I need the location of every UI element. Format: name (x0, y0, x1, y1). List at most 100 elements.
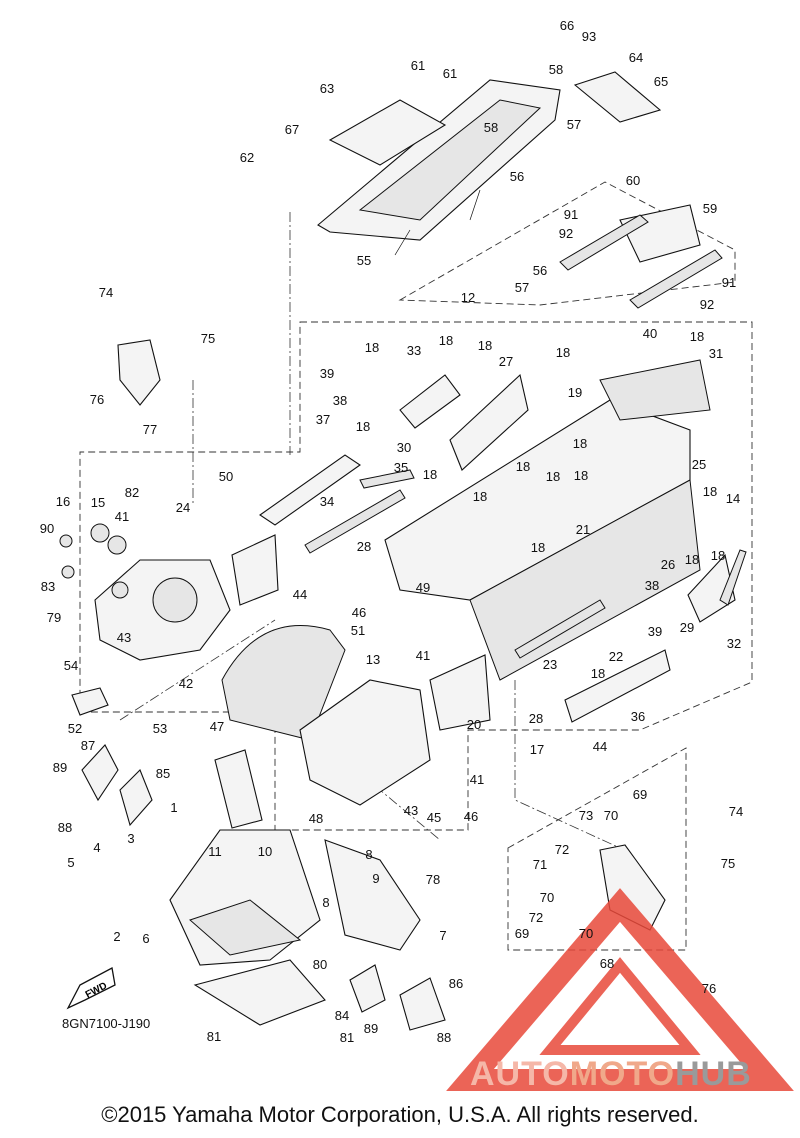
callout-number: 51 (351, 623, 365, 638)
mount-86 (399, 977, 446, 1031)
callout-number: 90 (40, 521, 54, 536)
top-bracket (573, 71, 662, 123)
callout-number: 80 (313, 957, 327, 972)
callout-number: 18 (478, 338, 492, 353)
rail-right (629, 249, 723, 309)
callout-number: 9 (372, 871, 379, 886)
bearing (90, 523, 110, 543)
callout-number: 86 (449, 976, 463, 991)
callout-number: 39 (648, 624, 662, 639)
lower-rail (564, 649, 671, 723)
callout-number: 74 (99, 285, 113, 300)
callout-number: 18 (439, 333, 453, 348)
callout-number: 24 (176, 500, 190, 515)
callout-number: 72 (529, 910, 543, 925)
callout-number: 81 (207, 1029, 221, 1044)
callout-number: 11 (208, 844, 222, 859)
callout-number: 57 (515, 280, 529, 295)
side-plate (259, 454, 361, 526)
callout-number: 38 (333, 393, 347, 408)
watermark-text: AUTOMOTOHUB (470, 1055, 752, 1094)
callout-number: 22 (609, 649, 623, 664)
callout-number: 75 (721, 856, 735, 871)
callout-number: 32 (727, 636, 741, 651)
callout-number: 4 (93, 840, 100, 855)
callout-number: 40 (643, 326, 657, 341)
copyright-notice: ©2015 Yamaha Motor Corporation, U.S.A. A… (101, 1102, 699, 1127)
callout-number: 62 (240, 150, 254, 165)
callout-number: 43 (117, 630, 131, 645)
callout-number: 38 (645, 578, 659, 593)
callout-number: 88 (437, 1030, 451, 1045)
callout-number: 18 (591, 666, 605, 681)
center-plate (429, 654, 491, 731)
callout-number: 5 (67, 855, 74, 870)
callout-number: 41 (416, 648, 430, 663)
callout-number: 18 (365, 340, 379, 355)
callout-number: 18 (573, 436, 587, 451)
callout-number: 6 (142, 931, 149, 946)
callout-number: 18 (685, 552, 699, 567)
support-bracket (299, 679, 431, 806)
skid-plate (193, 959, 326, 1026)
mount-84 (349, 964, 386, 1013)
drive-housing (94, 559, 231, 661)
mount-10 (214, 749, 263, 829)
callout-number: 27 (499, 354, 513, 369)
callout-number: 56 (510, 169, 524, 184)
callout-number: 93 (582, 29, 596, 44)
callout-number: 2 (113, 929, 120, 944)
radiator (221, 625, 346, 741)
callout-number: 88 (58, 820, 72, 835)
callout-number: 84 (335, 1008, 349, 1023)
diagram-code: 8GN7100-J190 (62, 1016, 151, 1031)
callout-number: 46 (352, 605, 366, 620)
callout-number: 70 (579, 926, 593, 941)
callout-number: 39 (320, 366, 334, 381)
callout-number: 81 (340, 1030, 354, 1045)
callout-number: 1 (170, 800, 177, 815)
callout-number: 47 (210, 719, 224, 734)
callout-number: 77 (143, 422, 157, 437)
callout-number: 12 (461, 290, 475, 305)
callout-number: 18 (703, 484, 717, 499)
callout-number: 33 (407, 343, 421, 358)
callout-number: 78 (426, 872, 440, 887)
callout-number: 18 (546, 469, 560, 484)
callout-number: 18 (690, 329, 704, 344)
callout-number: 52 (68, 721, 82, 736)
callout-number: 19 (568, 385, 582, 400)
callout-number: 89 (364, 1021, 378, 1036)
mount-87 (81, 744, 119, 802)
callout-number: 53 (153, 721, 167, 736)
callout-number: 61 (411, 58, 425, 73)
callout-number: 28 (529, 711, 543, 726)
callout-number: 64 (629, 50, 643, 65)
bearing (107, 535, 127, 555)
mount-85 (119, 769, 153, 827)
callout-number: 42 (179, 676, 193, 691)
callout-number: 79 (47, 610, 61, 625)
callout-number: 18 (531, 540, 545, 555)
callout-number: 41 (115, 509, 129, 524)
callout-number: 25 (692, 457, 706, 472)
seal (59, 534, 73, 548)
callout-number: 61 (443, 66, 457, 81)
callout-number: 92 (559, 226, 573, 241)
callout-number: 75 (201, 331, 215, 346)
callout-number: 14 (726, 491, 740, 506)
callout-number: 45 (427, 810, 441, 825)
side-plate (449, 373, 529, 471)
callout-number: 44 (593, 739, 607, 754)
callout-number: 18 (473, 489, 487, 504)
callout-number: 21 (576, 522, 590, 537)
callout-number: 72 (555, 842, 569, 857)
callout-number: 73 (579, 808, 593, 823)
callout-number: 68 (600, 956, 614, 971)
callout-number: 34 (320, 494, 334, 509)
watermark-part3: HUB (675, 1055, 752, 1093)
callout-number: 70 (604, 808, 618, 823)
callout-number: 69 (515, 926, 529, 941)
